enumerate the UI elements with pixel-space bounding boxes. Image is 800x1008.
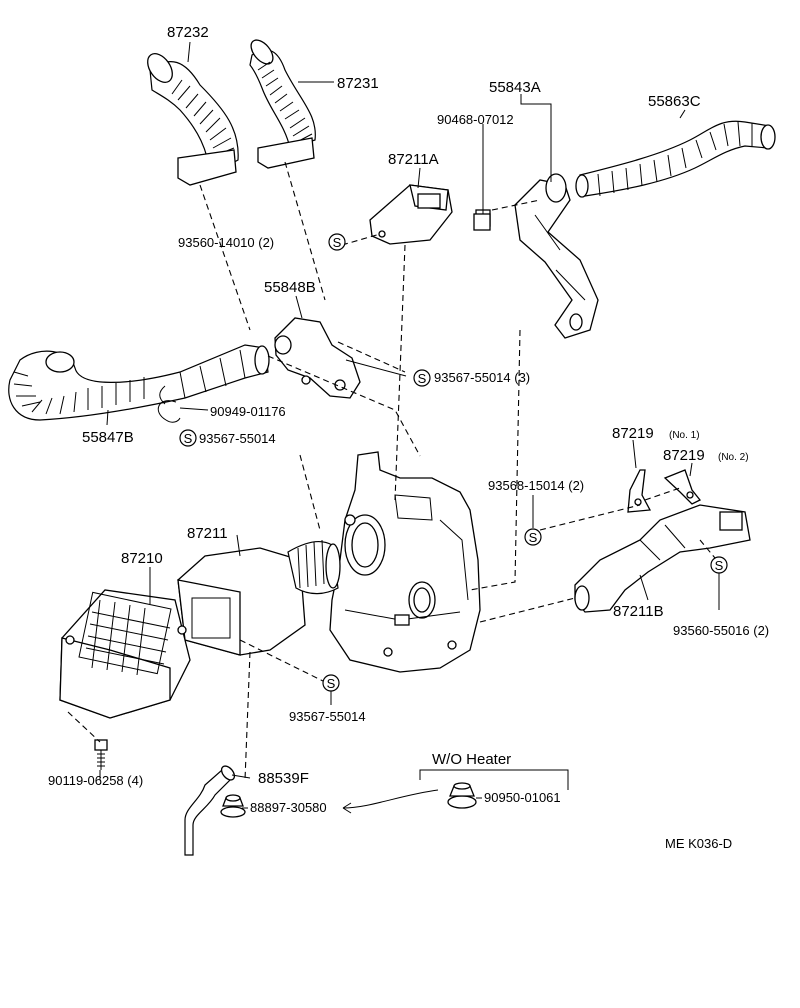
label-90119-06258: 90119-06258 (4) bbox=[48, 773, 143, 788]
label-87210: 87210 bbox=[121, 550, 163, 567]
part-55848B bbox=[274, 317, 361, 399]
label-87219-no1-note: (No. 1) bbox=[669, 430, 700, 441]
label-88539F: 88539F bbox=[258, 770, 309, 787]
label-87219-no1: 87219 bbox=[612, 425, 654, 442]
svg-text:S: S bbox=[184, 431, 193, 446]
svg-text:S: S bbox=[418, 371, 427, 386]
hose-87231 bbox=[249, 39, 316, 169]
label-90949-01176: 90949-01176 bbox=[210, 404, 286, 419]
leader-lines bbox=[99, 41, 720, 814]
label-93560-55016: 93560-55016 (2) bbox=[673, 623, 769, 638]
label-wo-heater: W/O Heater bbox=[432, 751, 511, 768]
screw-symbol: S bbox=[710, 556, 728, 574]
filter-grid bbox=[78, 591, 172, 676]
screw-symbol: S bbox=[322, 674, 340, 692]
grommet-88897 bbox=[220, 794, 246, 818]
label-87219-no2-note: (No. 2) bbox=[718, 452, 749, 463]
label-87211A: 87211A bbox=[388, 151, 439, 168]
bolt-90119 bbox=[94, 739, 108, 770]
screw-symbols: S S S S S S bbox=[179, 233, 728, 692]
hose-55863C bbox=[575, 120, 776, 198]
svg-text:S: S bbox=[333, 235, 342, 250]
hose-55847B bbox=[8, 344, 270, 421]
label-90950-01061: 90950-01061 bbox=[484, 790, 561, 805]
label-55847B: 55847B bbox=[82, 429, 134, 446]
part-87211 bbox=[177, 539, 341, 656]
label-87232: 87232 bbox=[167, 24, 209, 41]
label-93567-55014-3: 93567-55014 (3) bbox=[434, 370, 530, 385]
part-55843A bbox=[475, 173, 599, 339]
label-93560-14010: 93560-14010 (2) bbox=[178, 235, 274, 250]
label-87211B: 87211B bbox=[613, 603, 664, 620]
clip-90468 bbox=[473, 213, 491, 231]
part-87211A bbox=[369, 184, 453, 245]
clip-87219-no2 bbox=[663, 469, 702, 505]
screw-symbol: S bbox=[179, 429, 197, 447]
screw-symbol: S bbox=[524, 528, 542, 546]
label-55843A: 55843A bbox=[489, 79, 541, 96]
label-87219-no2: 87219 bbox=[663, 447, 705, 464]
label-87211: 87211 bbox=[187, 525, 228, 542]
label-90468-07012: 90468-07012 bbox=[437, 112, 514, 127]
svg-text:S: S bbox=[529, 530, 538, 545]
label-88897-30580: 88897-30580 bbox=[250, 800, 327, 815]
grommet-90950 bbox=[447, 782, 477, 809]
label-93568-15014: 93568-15014 (2) bbox=[488, 478, 584, 493]
clip-87219-no1 bbox=[627, 469, 652, 513]
hose-87232 bbox=[147, 53, 239, 186]
label-87231: 87231 bbox=[337, 75, 379, 92]
label-55863C: 55863C bbox=[648, 93, 701, 110]
diagram-code: ME K036-D bbox=[665, 836, 732, 851]
part-labels: 87232 87231 55843A 90468-07012 55863C 87… bbox=[48, 24, 769, 851]
svg-text:S: S bbox=[327, 676, 336, 691]
clip-90949 bbox=[157, 400, 181, 423]
part-87210 bbox=[59, 589, 191, 719]
pipe-88539F bbox=[184, 765, 236, 856]
screw-symbol: S bbox=[413, 369, 431, 387]
part-87211B bbox=[574, 504, 751, 613]
screw-symbol: S bbox=[328, 233, 346, 251]
label-93567-55014-b: 93567-55014 bbox=[289, 709, 366, 724]
svg-text:S: S bbox=[715, 558, 724, 573]
label-93567-55014-a: 93567-55014 bbox=[199, 431, 276, 446]
assembly-lines bbox=[67, 161, 716, 781]
label-55848B: 55848B bbox=[264, 279, 316, 296]
heater-unit-center bbox=[329, 451, 481, 673]
